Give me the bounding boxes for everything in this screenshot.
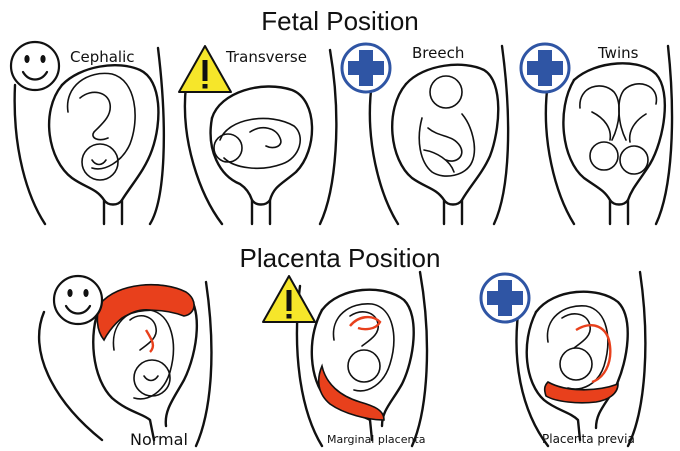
smiley-face-icon xyxy=(11,42,59,90)
warning-triangle-icon xyxy=(179,46,231,92)
medical-cross-icon xyxy=(481,274,529,322)
marginal-placenta-illustration xyxy=(297,272,427,446)
medical-cross-icon xyxy=(342,44,390,92)
warning-triangle-icon xyxy=(263,276,315,322)
smiley-face-icon xyxy=(54,276,102,324)
placenta-previa-illustration xyxy=(516,272,645,446)
medical-cross-icon xyxy=(521,44,569,92)
